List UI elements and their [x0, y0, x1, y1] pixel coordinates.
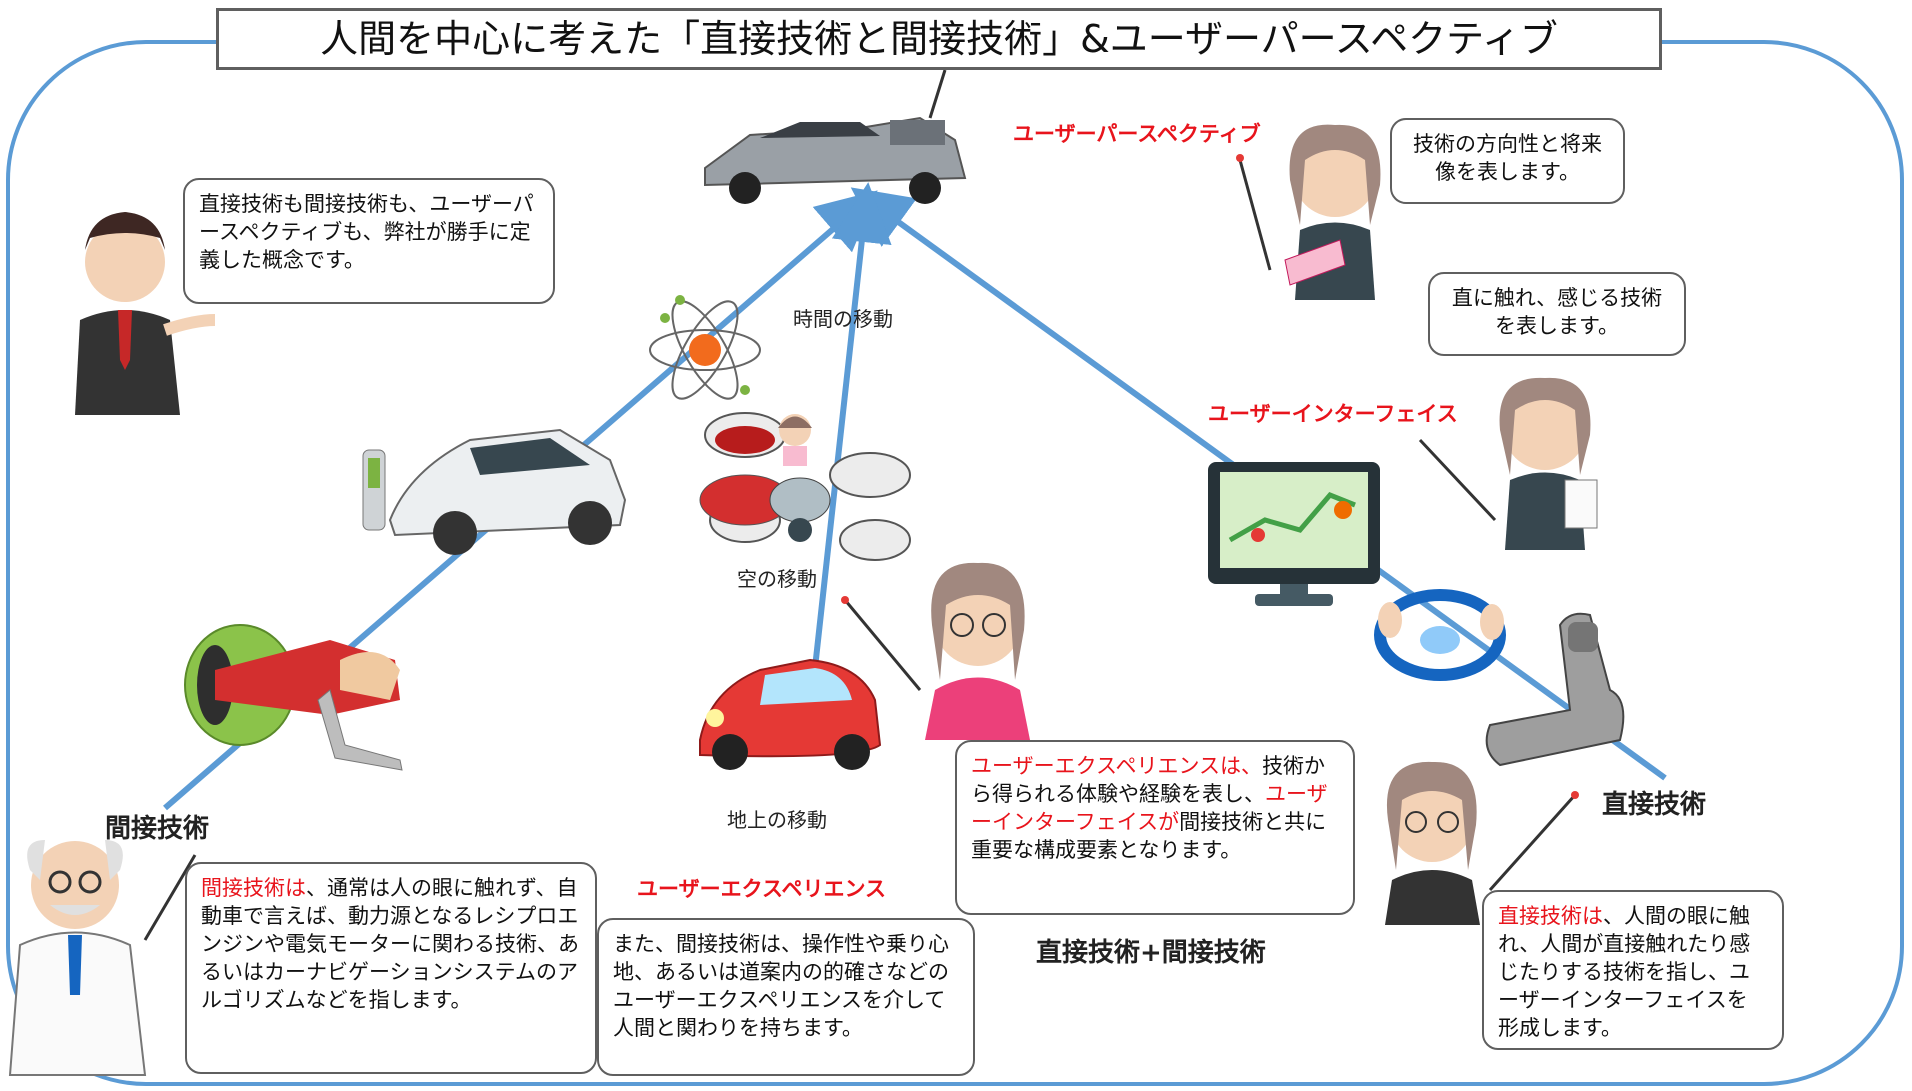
time-machine-car-icon — [704, 69, 967, 204]
ground-move-label: 地上の移動 — [727, 808, 827, 832]
sky-move-label: 空の移動 — [737, 567, 817, 591]
direct-plus-indirect-label: 直接技術+間接技術 — [1036, 938, 1266, 968]
ux-text-2: 間接技術と共に重要な構成要素となります。 — [971, 810, 1327, 862]
perspective-text: 技術の方向性と将来像を表します。 — [1413, 132, 1602, 184]
ux-text-1: 技術から得られる体験や経験を表し、 — [971, 754, 1326, 806]
presenter-woman-top-icon — [1236, 124, 1381, 300]
direct-bubble: 直接技術は、人間の眼に触れ、人間が直接触れたり感じたりする技術を指し、ユーザーイ… — [1482, 890, 1784, 1050]
touch-bubble: 直に触れ、感じる技術を表します。 — [1428, 272, 1686, 356]
indirect-tech-label: 間接技術 — [105, 814, 210, 844]
user-interface-label: ユーザーインターフェイス — [1208, 402, 1458, 426]
drone-icon — [699, 412, 911, 561]
concept-text: 直接技術も間接技術も、ユーザーパースペクティブも、弊社が勝手に定義した概念です。 — [199, 192, 534, 272]
businessman-icon — [75, 212, 216, 415]
touch-text: 直に触れ、感じる技術を表します。 — [1451, 286, 1663, 338]
ux-detail-text: また、間接技術は、操作性や乗り心地、あるいは道案内の的確さなどのユーザーエクスペ… — [613, 932, 949, 1040]
ux-red-2: ユーザーインターフェイスが — [971, 782, 1328, 834]
direct-red: 直接技術は — [1498, 904, 1603, 928]
fuel-nozzle-icon — [184, 624, 403, 771]
ux-detail-bubble: また、間接技術は、操作性や乗り心地、あるいは道案内の的確さなどのユーザーエクスペ… — [597, 918, 975, 1076]
time-move-label: 時間の移動 — [793, 307, 893, 331]
page-title: 人間を中心に考えた「直接技術と間接技術」&ユーザーパースペクティブ — [216, 8, 1662, 70]
red-car-icon — [699, 658, 882, 770]
direct-text: 、人間の眼に触れ、人間が直接触れたり感じたりする技術を指し、ユーザーインターフェ… — [1498, 904, 1751, 1040]
concept-bubble: 直接技術も間接技術も、ユーザーパースペクティブも、弊社が勝手に定義した概念です。 — [183, 178, 555, 304]
atom-icon — [649, 295, 761, 400]
indirect-bubble: 間接技術は、通常は人の眼に触れず、自動車で言えば、動力源となるレシプロエンジンや… — [185, 862, 597, 1074]
professor-icon — [8, 840, 197, 1076]
electric-car-icon — [362, 428, 627, 555]
indirect-text: 、通常は人の眼に触れず、自動車で言えば、動力源となるレシプロエンジンや電気モータ… — [201, 876, 579, 1012]
direct-tech-label: 直接技術 — [1602, 790, 1707, 820]
presenter-woman-bottom-icon — [1385, 761, 1579, 925]
indirect-red: 間接技術は — [201, 876, 306, 900]
car-seat-icon — [1485, 612, 1625, 767]
user-experience-label: ユーザーエクスペリエンス — [637, 877, 887, 901]
steering-wheel-icon — [1374, 589, 1506, 681]
presenter-woman-middle-icon — [1418, 377, 1598, 550]
presenter-woman-center-icon — [841, 562, 1030, 740]
user-perspective-label: ユーザーパースペクティブ — [1013, 122, 1261, 146]
ux-red-1: ユーザーエクスペリエンスは、 — [971, 754, 1263, 778]
perspective-bubble: 技術の方向性と将来像を表します。 — [1390, 118, 1625, 204]
ux-bubble: ユーザーエクスペリエンスは、技術から得られる体験や経験を表し、ユーザーインターフ… — [955, 740, 1355, 915]
navigation-monitor-icon — [1208, 462, 1380, 606]
